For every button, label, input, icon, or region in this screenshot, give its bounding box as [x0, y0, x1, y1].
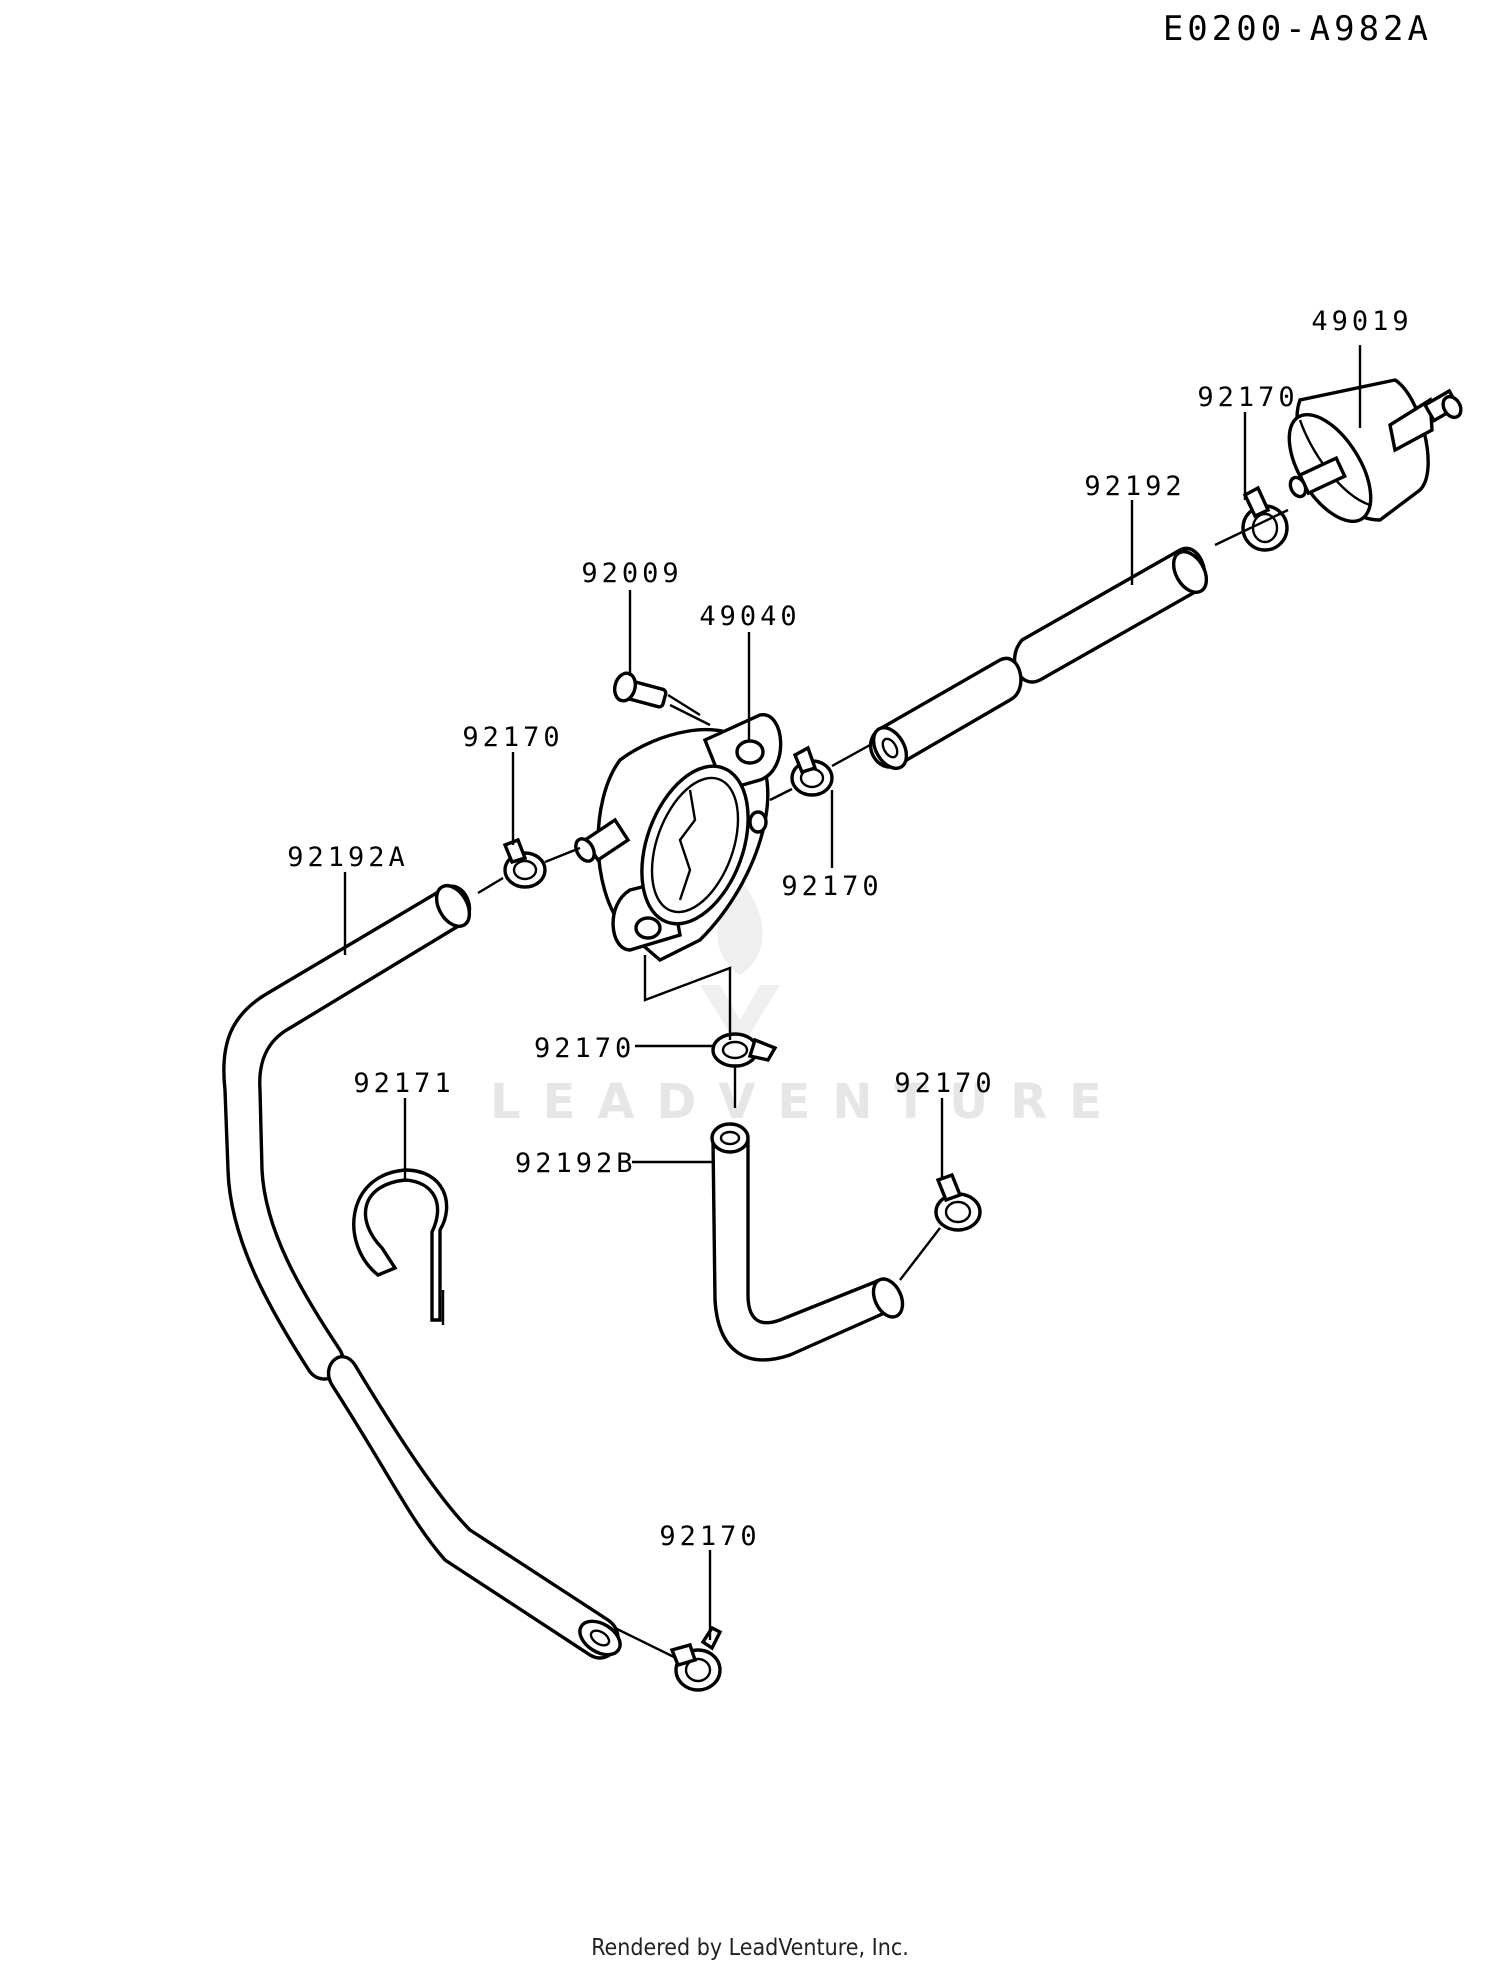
hose-92192 — [869, 546, 1209, 770]
watermark: LEADVENTURE — [490, 880, 1124, 1130]
part-label-92192b: 92192B — [515, 1148, 637, 1179]
part-label-92009: 92009 — [581, 558, 682, 589]
hose-clamp — [669, 1625, 723, 1692]
hose-92192a — [222, 884, 622, 1660]
hose-clamp — [790, 745, 834, 797]
part-label-92170-bottom: 92170 — [659, 1521, 760, 1552]
hose-clamp — [711, 1032, 778, 1068]
diagram-reference: E0200-A982A — [1163, 9, 1432, 49]
watermark-text: LEADVENTURE — [490, 1074, 1124, 1130]
hose-clip — [352, 1168, 449, 1322]
part-label-92192a: 92192A — [287, 842, 409, 873]
fuel-pump — [574, 713, 783, 963]
part-label-92170-right: 92170 — [894, 1068, 995, 1099]
hose-clamp — [1241, 485, 1289, 552]
fuel-filter — [1287, 378, 1463, 524]
part-label-92192: 92192 — [1084, 471, 1185, 502]
part-label-92170-pump-left: 92170 — [462, 722, 563, 753]
part-label-92170-filter: 92170 — [1197, 382, 1298, 413]
hose-92192b — [710, 1122, 905, 1362]
part-label-92170-pump-right: 92170 — [781, 871, 882, 902]
part-label-92170-bottom-center: 92170 — [534, 1033, 635, 1064]
part-label-49019: 49019 — [1311, 306, 1412, 337]
watermark-v-icon — [700, 985, 780, 1050]
screw — [612, 671, 701, 717]
hose-clamp — [934, 1172, 982, 1232]
part-label-92171: 92171 — [353, 1068, 454, 1099]
part-label-49040: 49040 — [699, 601, 800, 632]
hose-clamp — [502, 837, 547, 889]
footer-credit: Rendered by LeadVenture, Inc. — [591, 1935, 909, 1961]
